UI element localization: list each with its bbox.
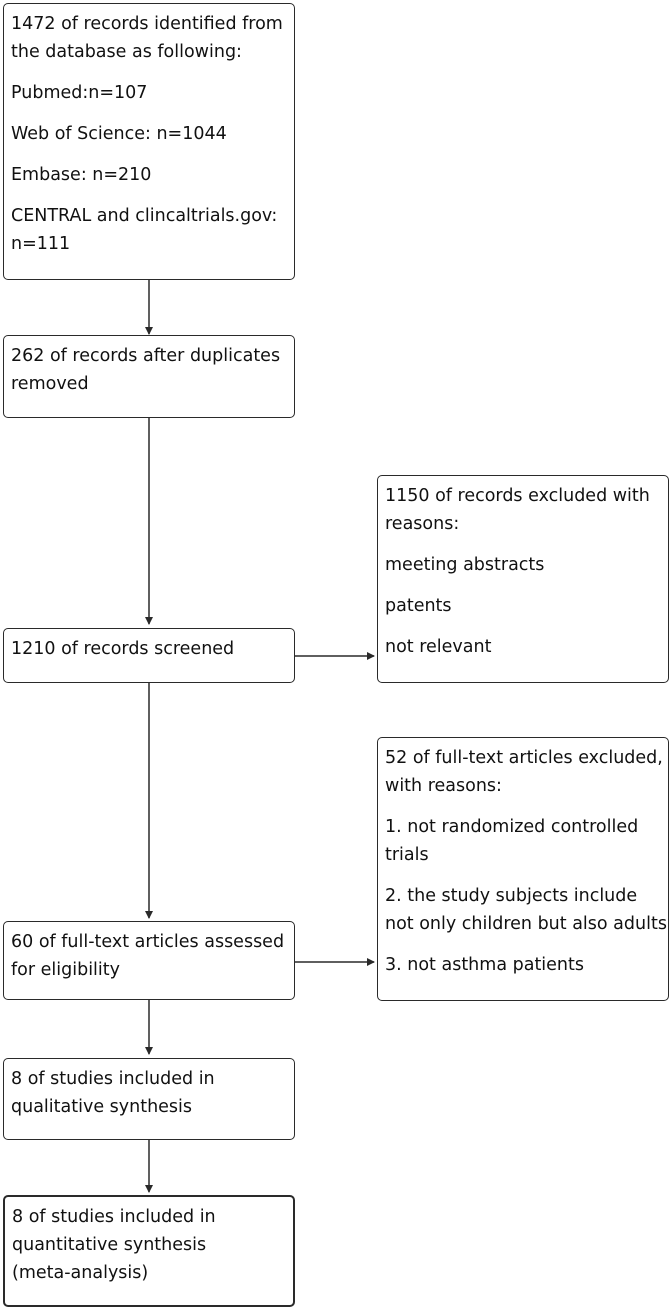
identification-web-of-science: Web of Science: n=1044 [11,124,227,144]
records-excluded-not-relevant: not relevant [385,637,492,657]
fulltext-excluded-reason-2a: 2. the study subjects include [385,886,638,906]
fulltext-excluded-box: 52 of full-text articles excluded, with … [377,737,669,1001]
identification-central-label: CENTRAL and clincaltrials.gov: [11,206,278,226]
fulltext-excluded-reason-1b: trials [385,845,429,865]
records-excluded-line-1: 1150 of records excluded with [385,486,650,506]
identification-line-2: the database as following: [11,42,242,62]
quantitative-line-2: quantitative synthesis [12,1235,207,1255]
quantitative-line-1: 8 of studies included in [12,1207,216,1227]
fulltext-excluded-line-2: with reasons: [385,776,502,796]
identification-pubmed: Pubmed:n=107 [11,83,148,103]
identification-box: 1472 of records identified from the data… [3,3,295,280]
quantitative-line-3: (meta-analysis) [12,1263,149,1283]
eligibility-line-1: 60 of full-text articles assessed [11,932,285,952]
records-excluded-meeting-abstracts: meeting abstracts [385,555,545,575]
records-excluded-box: 1150 of records excluded with reasons: m… [377,475,669,683]
screened-line-1: 1210 of records screened [11,639,235,659]
qualitative-line-2: qualitative synthesis [11,1097,193,1117]
fulltext-excluded-reason-1a: 1. not randomized controlled [385,817,639,837]
qualitative-synthesis-box: 8 of studies included in qualitative syn… [3,1058,295,1140]
fulltext-excluded-reason-2b: not only children but also adults [385,914,667,934]
records-excluded-patents: patents [385,596,452,616]
duplicates-line-1: 262 of records after duplicates [11,346,281,366]
duplicates-removed-box: 262 of records after duplicates removed [3,335,295,418]
fulltext-excluded-line-1: 52 of full-text articles excluded, [385,748,663,768]
screened-box: 1210 of records screened [3,628,295,683]
eligibility-box: 60 of full-text articles assessed for el… [3,921,295,1000]
eligibility-line-2: for eligibility [11,960,120,980]
identification-central-count: n=111 [11,234,71,254]
quantitative-synthesis-box: 8 of studies included in quantitative sy… [3,1195,295,1307]
fulltext-excluded-reason-3: 3. not asthma patients [385,955,585,975]
records-excluded-line-2: reasons: [385,514,460,534]
identification-line-1: 1472 of records identified from [11,14,283,34]
duplicates-line-2: removed [11,374,89,394]
identification-embase: Embase: n=210 [11,165,152,185]
qualitative-line-1: 8 of studies included in [11,1069,215,1089]
